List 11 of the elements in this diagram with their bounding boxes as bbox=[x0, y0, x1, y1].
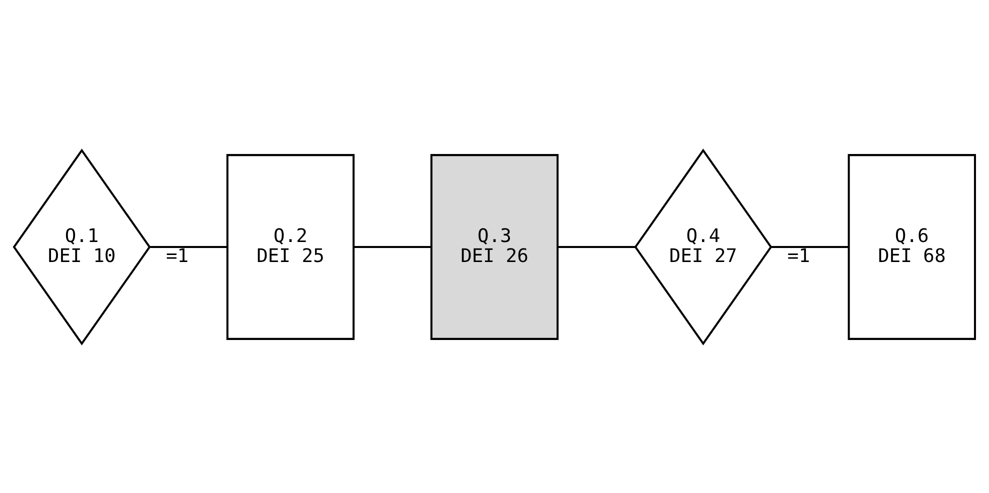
connector bbox=[558, 246, 636, 248]
connector bbox=[354, 246, 432, 248]
edge-label: =1 bbox=[787, 246, 810, 267]
node-diamond: Q.1 DEI 10 bbox=[12, 148, 151, 345]
connector bbox=[772, 246, 849, 248]
node-diamond: Q.4 DEI 27 bbox=[634, 148, 772, 345]
node-box: Q.3 DEI 26 bbox=[430, 154, 559, 340]
connector bbox=[150, 246, 228, 248]
node-box: Q.6 DEI 68 bbox=[848, 154, 976, 340]
node-box: Q.2 DEI 25 bbox=[226, 154, 355, 340]
edge-label: =1 bbox=[166, 246, 189, 267]
